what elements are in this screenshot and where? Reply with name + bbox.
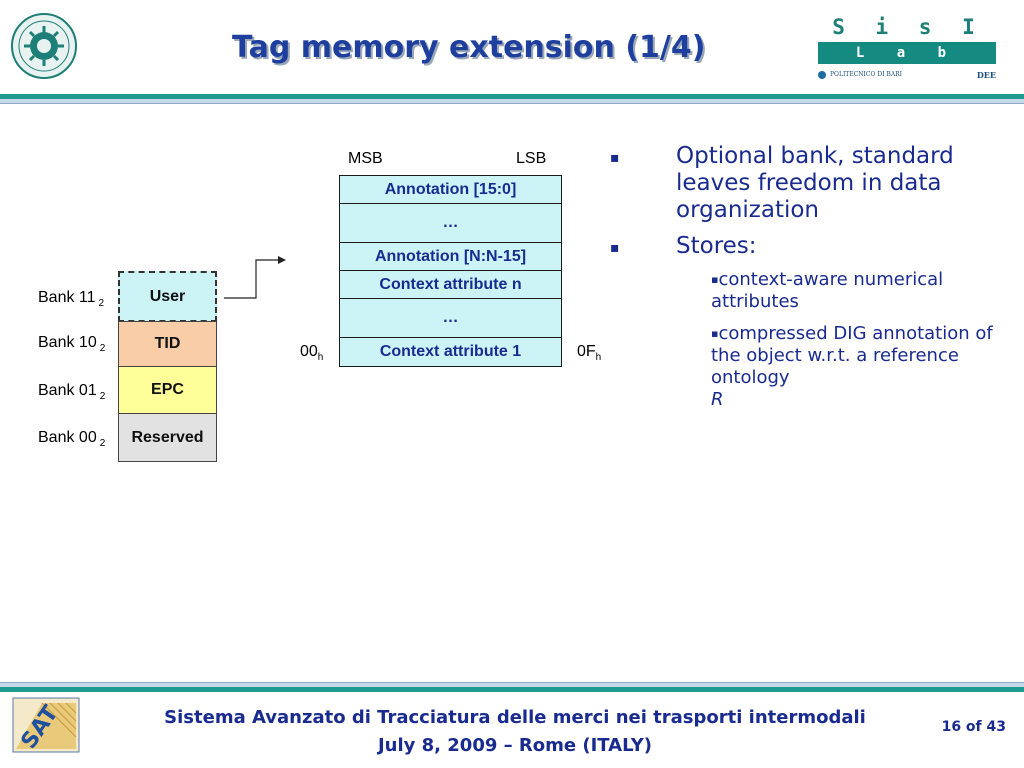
address-end-label: 0Fh — [577, 343, 602, 363]
bullet-text: Stores: — [676, 233, 757, 259]
bank-user: User — [118, 271, 217, 322]
lab-logo-subtitle: POLITECNICO DI BARI DEE — [818, 69, 998, 81]
memory-row: Annotation [N:N-15] — [339, 242, 562, 271]
bullet-text: Optional bank, standard leaves freedom i… — [676, 143, 954, 223]
bank-tid: TID — [118, 321, 217, 367]
sub-bullet-item: ▪compressed DIG annotation of the object… — [606, 323, 996, 411]
lab-logo-bar-text: L a b — [818, 42, 996, 64]
bank-reserved: Reserved — [118, 413, 217, 462]
header-rule-light — [0, 99, 1024, 104]
footer-date-location: July 8, 2009 – Rome (ITALY) — [377, 735, 653, 756]
footer-rule — [0, 687, 1024, 692]
memory-row: … — [339, 203, 562, 243]
footer-rule-light — [0, 682, 1024, 687]
square-bullet-icon: ▪ — [610, 240, 620, 256]
memory-row: … — [339, 298, 562, 338]
dee-logo-text: DEE — [976, 70, 996, 80]
sisinf-lab-logo: S i s I n f L a b POLITECNICO DI BARI DE… — [818, 14, 998, 84]
sub-bullet-text: context-aware numerical attributes — [711, 269, 944, 312]
sub-bullet-item: ▪context-aware numerical attributes — [606, 269, 996, 313]
lab-logo-institution: POLITECNICO DI BARI — [830, 71, 903, 78]
bullet-item: ▪ Optional bank, standard leaves freedom… — [606, 143, 996, 224]
lab-logo-top-text: S i s I n f — [832, 15, 984, 65]
header-rule — [0, 94, 1024, 99]
slide-title: Tag memory extension (1/4) — [232, 30, 706, 65]
sub-bullet-text: compressed DIG annotation of the object … — [711, 323, 993, 388]
connector-arrow-icon — [224, 256, 286, 299]
lsb-label: LSB — [516, 150, 547, 167]
ontology-symbol: R — [711, 389, 724, 410]
footer-project-title: Sistema Avanzato di Tracciatura delle me… — [164, 707, 866, 728]
bank-epc: EPC — [118, 366, 217, 414]
address-start-label: 00h — [300, 343, 324, 363]
politecnico-dot-icon — [818, 70, 826, 79]
square-bullet-icon: ▪ — [711, 327, 719, 340]
university-seal-logo — [10, 8, 78, 84]
memory-row: Context attribute 1 — [339, 337, 562, 367]
memory-row: Annotation [15:0] — [339, 175, 562, 204]
memory-row: Context attribute n — [339, 270, 562, 299]
sat-project-logo: SAT — [12, 697, 80, 754]
page-number: 16 of 43 — [941, 719, 1006, 735]
msb-label: MSB — [348, 150, 383, 167]
square-bullet-icon: ▪ — [610, 150, 620, 166]
square-bullet-icon: ▪ — [711, 273, 719, 286]
bullet-list: ▪ Optional bank, standard leaves freedom… — [606, 143, 996, 421]
bullet-item: ▪ Stores: — [606, 233, 996, 260]
